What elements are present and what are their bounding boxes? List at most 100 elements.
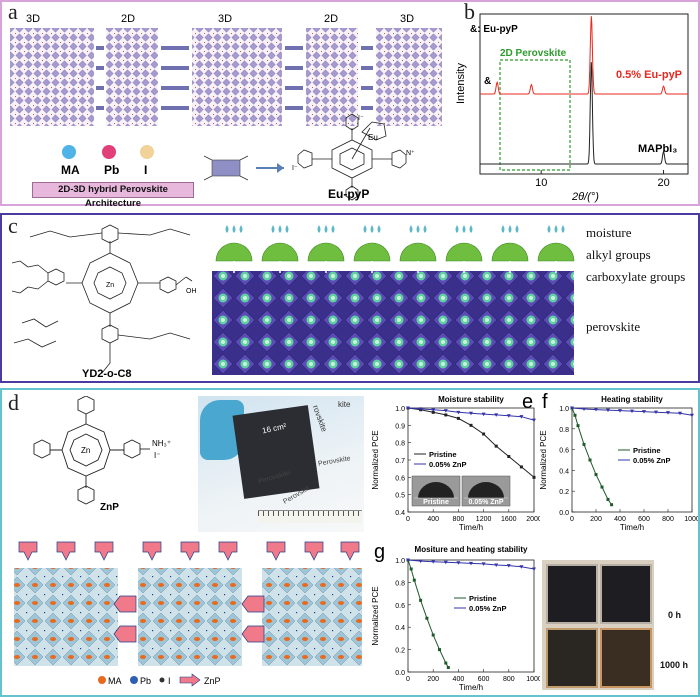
panel-c-label: c <box>8 213 18 238</box>
data-point <box>494 413 499 417</box>
znp-marker-icon <box>266 541 286 561</box>
photo-label-0h: 0 h <box>668 610 682 620</box>
chart-title: Heating stability <box>601 395 663 404</box>
legend-entry: 0.05% ZnP <box>633 456 671 465</box>
chart-panel-label: f <box>542 392 548 413</box>
znp-iodide: I⁻ <box>154 451 160 460</box>
alkyl-umbrella <box>307 242 345 262</box>
panel-a-frame: a b 3D 2D 3D 2D 3D MA <box>0 0 700 209</box>
data-point <box>618 409 622 413</box>
lattice-block-2 <box>138 568 242 666</box>
data-point <box>456 410 461 415</box>
data-point <box>431 408 436 412</box>
x-tick-label: 200 <box>427 676 439 683</box>
data-point <box>654 410 658 415</box>
y-tick-label: 1.0 <box>395 558 405 565</box>
ion-legend: MA Pb I <box>61 145 154 177</box>
legend-i: I <box>144 163 147 177</box>
data-point <box>438 648 441 652</box>
lattice-legend-ma: MA <box>108 676 122 686</box>
xrd-amp-marker: & <box>484 76 491 87</box>
eu-pyp-structure: Eu I⁻ N⁺ I⁻ Eu-pyP <box>292 113 415 201</box>
device-photo: 16 cm² rovskite Perovskite Perovskite Pe… <box>198 396 364 532</box>
xrd-box-label: 2D Perovskite <box>500 48 567 59</box>
perovskite-architecture-diagram: 3D 2D 3D 2D 3D <box>10 13 442 126</box>
alkyl-umbrella <box>537 242 575 262</box>
water-drop-icon <box>515 225 519 233</box>
x-tick-label: 800 <box>503 676 515 683</box>
x-tick-label: 600 <box>638 516 650 523</box>
x-tick-label: 200 <box>590 516 602 523</box>
data-point <box>481 562 486 566</box>
eu-atom-label: Eu <box>368 133 378 142</box>
yd2-label: YD2-o-C8 <box>82 368 132 380</box>
znp-marker-icon <box>241 625 265 643</box>
znp-marker-icon <box>56 541 76 561</box>
data-point <box>532 418 536 423</box>
data-point <box>519 565 524 569</box>
pyridinium-top: I⁻ <box>358 115 364 122</box>
znp-marker-icon <box>113 625 137 643</box>
device-1000h-a <box>546 628 598 688</box>
pyridinium-right: N⁺ <box>406 150 415 157</box>
data-point <box>406 558 410 562</box>
y-axis-label: Normalized PCE <box>371 430 380 489</box>
data-point <box>456 561 461 565</box>
spacer-arrow <box>203 155 284 181</box>
lattice-block-3 <box>262 568 362 666</box>
xrd-tick-label: 10 <box>535 177 547 189</box>
znp-marker-icon <box>218 541 238 561</box>
alkyl-umbrella <box>261 242 299 262</box>
znp-marker-icon <box>94 541 114 561</box>
legend-entry: 0.05% ZnP <box>429 460 467 469</box>
water-drop-icon <box>285 225 289 233</box>
water-drop-icon <box>225 225 229 233</box>
photo-text-3: Perovskite <box>317 455 352 468</box>
data-point <box>594 408 598 412</box>
y-tick-label: 0.6 <box>395 475 405 482</box>
photo-text-1: rovskite <box>310 404 329 433</box>
chart-title: Moisture stability <box>438 395 504 404</box>
data-point <box>425 616 429 620</box>
y-tick-label: 0.4 <box>559 468 569 475</box>
data-point <box>532 567 536 571</box>
data-point <box>666 411 670 415</box>
data-point <box>630 409 634 414</box>
block-3d-1 <box>10 28 94 126</box>
legend-entry: Pristine <box>469 594 497 603</box>
data-point <box>519 415 524 419</box>
layer-label-2d-1: 2D <box>121 13 135 25</box>
series-line <box>571 407 613 505</box>
data-point <box>412 578 416 582</box>
series-line <box>407 407 535 478</box>
y-tick-label: 0.8 <box>395 441 405 448</box>
chart-title: Mositure and heating stability <box>415 545 528 554</box>
water-drop-icon <box>469 225 473 233</box>
data-point <box>610 503 614 507</box>
y-tick-label: 0.6 <box>395 603 405 610</box>
alkyl-umbrella <box>445 242 483 262</box>
water-drop-icon <box>416 225 420 233</box>
data-point <box>642 410 646 414</box>
data-point <box>409 567 413 571</box>
lattice-legend-i: I <box>168 676 171 686</box>
znp-marker-icon <box>142 541 162 561</box>
data-point <box>444 661 448 665</box>
znp-label: ZnP <box>100 502 119 513</box>
data-point <box>573 413 577 417</box>
legend-entry: Pristine <box>633 446 661 455</box>
x-tick-label: 2000 <box>526 516 540 523</box>
contact-angle-label: 0.05% ZnP <box>468 499 503 506</box>
layer-label-2d-2: 2D <box>324 13 338 25</box>
photo-label-1000h: 1000 h <box>660 660 689 670</box>
panel-d-label: d <box>8 390 19 415</box>
y-tick-label: 0.7 <box>395 458 405 465</box>
x-tick-label: 400 <box>427 516 439 523</box>
water-drop-icon <box>317 225 321 233</box>
x-tick-label: 800 <box>662 516 674 523</box>
znp-marker-icon <box>180 541 200 561</box>
iodide-left: I⁻ <box>292 165 298 172</box>
water-drop-icon <box>324 225 328 233</box>
water-drop-icon <box>278 225 282 233</box>
device-1000h-b <box>600 628 652 688</box>
